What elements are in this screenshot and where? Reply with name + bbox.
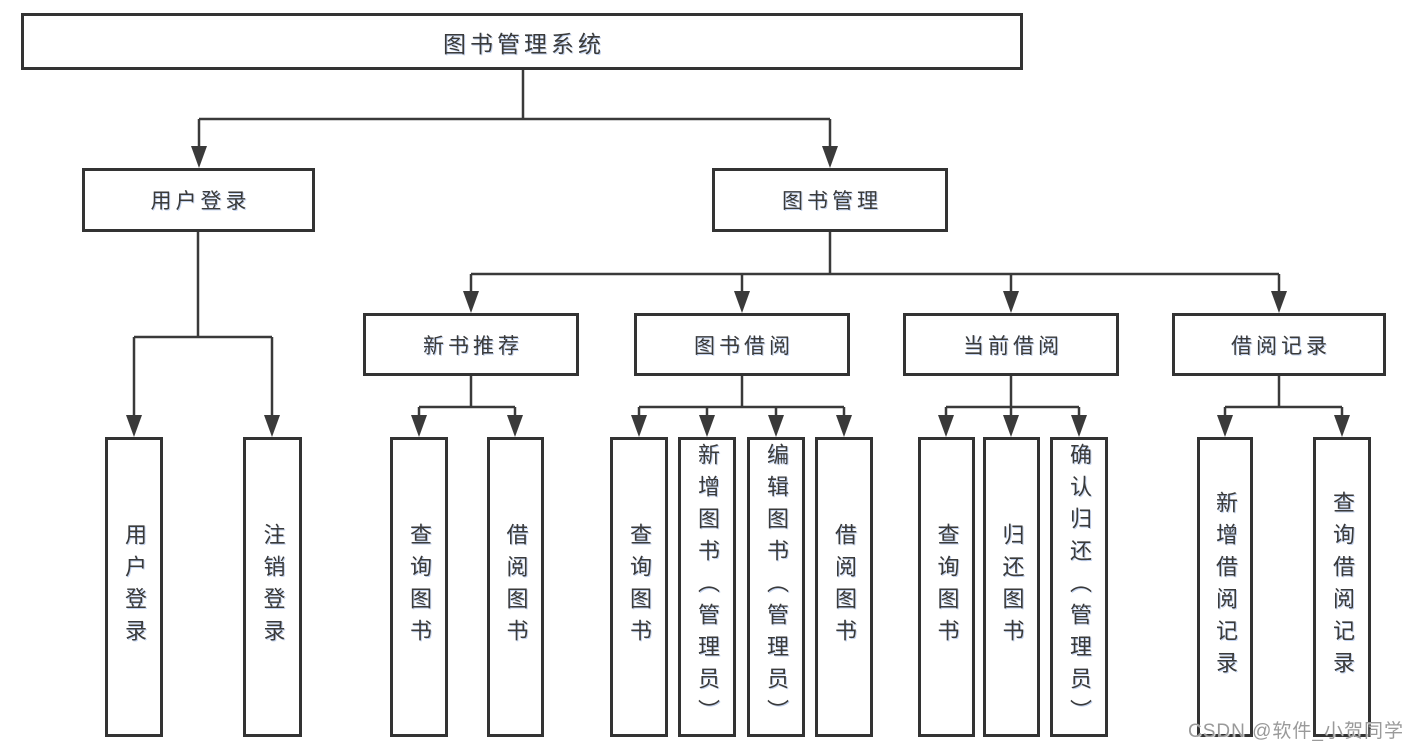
leaf-edit-books-admin: 编辑图书（管理员） xyxy=(747,437,805,737)
node-borrowing-records: 借阅记录 xyxy=(1172,313,1386,376)
arrowheads xyxy=(126,146,1350,437)
csdn-watermark: CSDN @软件_小贺同学 xyxy=(1188,721,1404,742)
leaf-return-books: 归还图书 xyxy=(983,437,1040,737)
leaf-query-books-borrowing: 查询图书 xyxy=(610,437,668,737)
leaf-borrow-books-borrowing: 借阅图书 xyxy=(815,437,873,737)
leaf-borrow-books-recommend: 借阅图书 xyxy=(487,437,544,737)
node-library-management-system: 图书管理系统 xyxy=(21,13,1023,70)
leaf-query-books-current: 查询图书 xyxy=(918,437,975,737)
leaf-add-borrow-record: 新增借阅记录 xyxy=(1197,437,1253,737)
leaf-query-books-recommend: 查询图书 xyxy=(390,437,448,737)
leaf-user-login: 用户登录 xyxy=(105,437,163,737)
node-new-book-recommendation: 新书推荐 xyxy=(363,313,579,376)
leaf-add-books-admin: 新增图书（管理员） xyxy=(678,437,736,737)
node-book-management: 图书管理 xyxy=(712,168,948,232)
leaf-logout-login: 注销登录 xyxy=(243,437,302,737)
leaf-query-borrow-record: 查询借阅记录 xyxy=(1313,437,1371,737)
leaf-confirm-return-admin: 确认归还（管理员） xyxy=(1050,437,1108,737)
node-current-borrowing: 当前借阅 xyxy=(903,313,1119,376)
node-book-borrowing: 图书借阅 xyxy=(634,313,850,376)
node-user-login: 用户登录 xyxy=(82,168,315,232)
